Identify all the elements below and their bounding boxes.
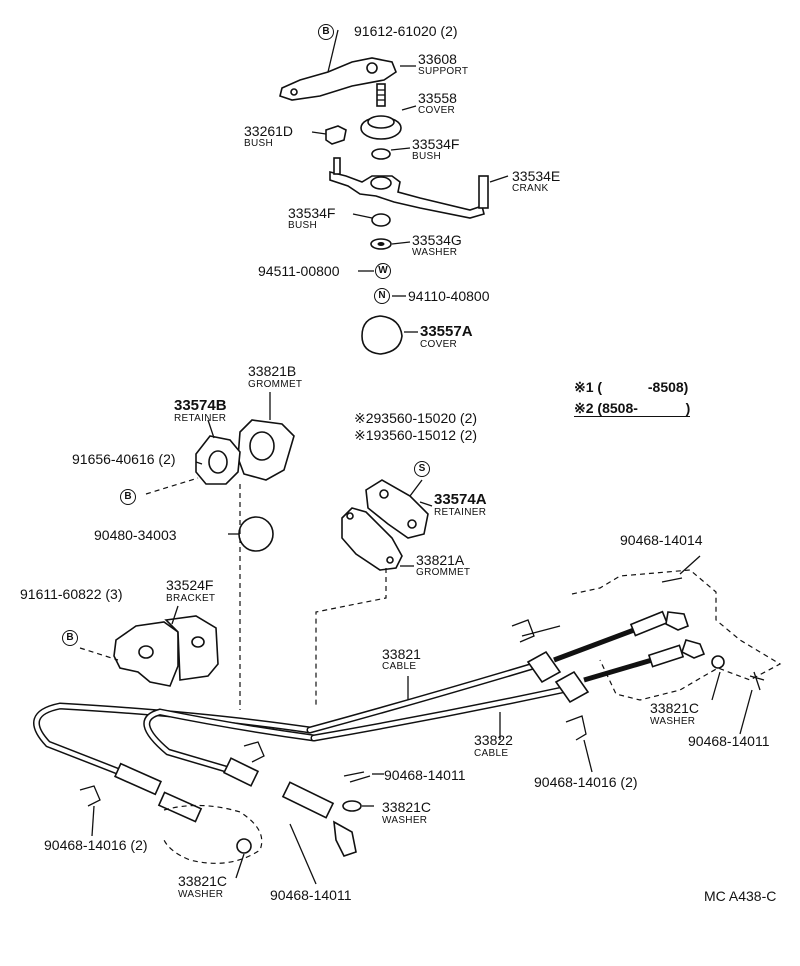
cable-left-end-1 [113,762,163,796]
bush-33534f-lower-name: BUSH [288,220,317,231]
legend-range-2: (8508- [597,400,638,416]
retainer-33574a-number: 33574A [434,491,487,508]
symbol-b-2: B [120,489,136,505]
grommet-33821a-number: 33821A [416,552,465,568]
part-90468-14011-mid: 90468-14011 [384,767,466,783]
grommet-33821a [341,507,403,571]
bush-33534f-upper [371,148,391,160]
cable-33821-name: CABLE [382,661,417,672]
part-90468-14016-right: 90468-14016 (2) [534,774,638,790]
legend-range-1: -8508) [647,379,689,395]
cable-33821-number: 33821 [382,646,421,662]
plug-90480 [238,516,274,552]
cable-33821-sleeve [526,650,562,684]
bush-33261d-name: BUSH [244,138,273,149]
cover-33558-name: COVER [418,105,456,116]
part-94511: 94511-00800 [258,263,340,279]
washer-33534g-number: 33534G [412,232,462,248]
legend-mark-2: ※2 [574,400,594,416]
clip-14016-left-a [79,785,101,807]
washer-33821c-right [711,655,725,669]
retainer-33574a-name: RETAINER [434,507,487,518]
cover-33557a [361,315,403,355]
cable-33822-name: CABLE [474,748,509,759]
symbol-w: W [375,263,391,279]
washer-33821c-mid-number: 33821C [382,799,432,815]
symbol-b: B [318,24,334,40]
grommet-33821a-name: GROMMET [416,567,471,578]
cover-33558-number: 33558 [418,90,457,106]
bush-33534f-upper-number: 33534F [412,136,460,152]
legend-close-paren: ) [685,400,691,416]
washer-33821c-mid [342,800,362,812]
support-name: SUPPORT [418,66,469,77]
cable-33822-number: 33822 [474,732,513,748]
part-91611: 91611-60822 (3) [20,586,123,602]
grommet-33821b-number: 33821B [248,363,297,379]
bush-33261d [325,125,347,145]
bush-33534f-upper-name: BUSH [412,151,441,162]
cable-left-end-2 [222,757,260,787]
washer-33821c-right-name: WASHER [650,716,696,727]
support-number: 33608 [418,51,457,67]
cable-33821-end [665,611,689,631]
clip-14016-right-a [511,619,535,643]
part-93560-15012: ※193560-15012 (2) [354,427,478,443]
washer-33821c-bot-number: 33821C [178,873,228,889]
legend-mark-1: ※1 [574,379,594,395]
part-94110: 94110-40800 [408,288,490,304]
washer-33821c-mid-name: WASHER [382,815,428,826]
pin-14011-mid [343,771,371,783]
clip-14016-right-b [565,715,587,741]
bush-33261d-number: 33261D [244,123,294,139]
part-90468-14011-right: 90468-14011 [688,733,770,749]
crank-name: CRANK [512,183,549,194]
pin-14011-right [749,671,765,691]
symbol-b-3: B [62,630,78,646]
crank-pin [478,175,489,209]
washer-33821c-bot [236,838,252,854]
retainer-33574b-number: 33574B [174,397,227,414]
part-91612: 91612-61020 (2) [354,23,458,39]
part-90480: 90480-34003 [94,527,177,543]
cover-33557a-name: COVER [420,339,458,350]
bracket-name: BRACKET [166,593,216,604]
bracket-number: 33524F [166,577,214,593]
legend-row-2: ※2 (8508- ) [574,400,691,417]
cable-33822-end [681,639,706,659]
part-90468-14011-bot: 90468-14011 [270,887,352,903]
diagram-code: MC A438-C [704,888,777,904]
crank-number: 33534E [512,168,561,184]
crank-part [329,170,485,219]
legend-open-paren: ( [597,379,603,395]
support-hole [366,62,378,74]
support-hole-2 [290,88,298,96]
bush-33534f-lower [371,213,391,227]
washer-33821c-bot-name: WASHER [178,889,224,900]
bush-33534f-lower-number: 33534F [288,205,336,221]
part-91656: 91656-40616 (2) [72,451,176,467]
grommet-33821b-name: GROMMET [248,379,303,390]
part-90468-14016-left: 90468-14016 (2) [44,837,148,853]
legend-row-1: ※1 ( -8508) [574,380,688,394]
washer-33534g-name: WASHER [412,247,458,258]
symbol-s: S [414,461,430,477]
retainer-33574b-name: RETAINER [174,413,227,424]
clip-14016-left-b [243,741,265,763]
cable-33822-sleeve [554,670,590,704]
part-93560-15020: ※293560-15020 (2) [354,410,478,426]
part-90468-14014: 90468-14014 [620,532,703,548]
washer-33821c-right-number: 33821C [650,700,700,716]
symbol-n: N [374,288,390,304]
cover-33557a-number: 33557A [420,323,473,340]
